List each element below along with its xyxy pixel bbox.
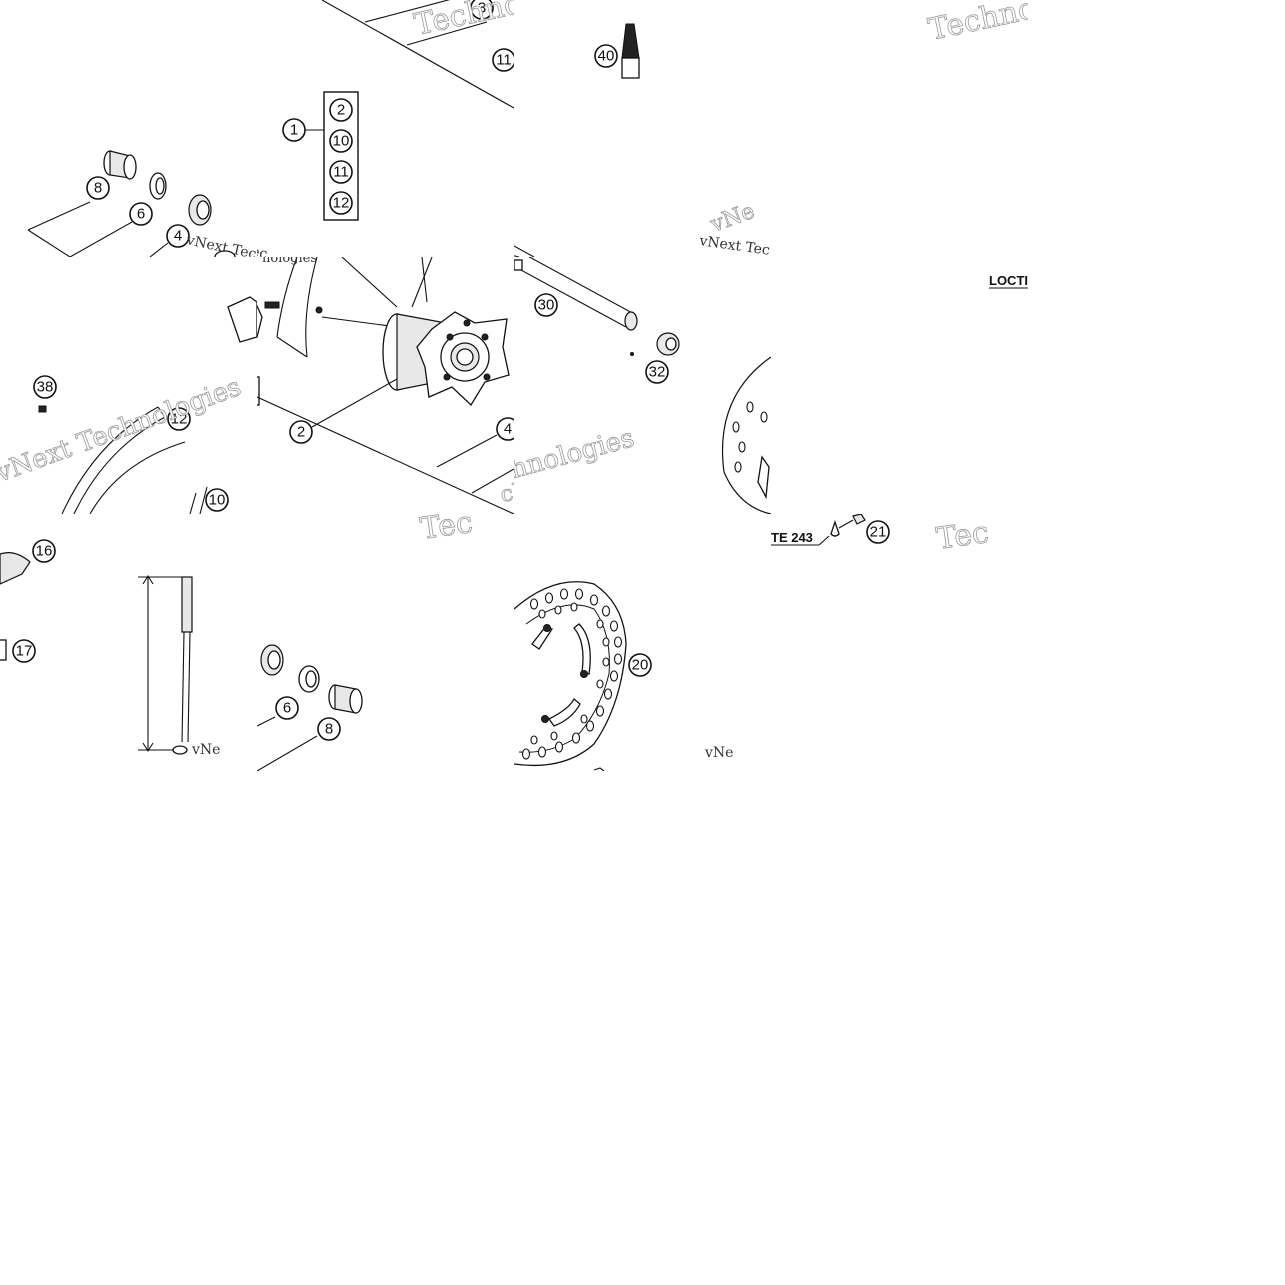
tile-axle-nut: 30 32 vNext Technologies chno <box>514 257 771 514</box>
watermark: vNe <box>707 199 758 238</box>
bearing-part-right <box>260 644 284 676</box>
callout-32: 32 <box>645 360 669 384</box>
tile-empty-top-right: Techno <box>771 0 1028 257</box>
callout-3: 3 <box>470 0 494 20</box>
svg-text:11: 11 <box>333 164 349 181</box>
seal-ring-part <box>149 172 167 200</box>
tile-group-legend: 3 11 Techno 1 2 10 11 12 vN <box>257 0 514 257</box>
svg-text:21: 21 <box>870 524 887 541</box>
svg-text:8: 8 <box>94 180 102 197</box>
loctite-label: LOCTI <box>989 273 1028 288</box>
callout-2: 2 <box>289 420 313 444</box>
svg-text:16: 16 <box>36 543 53 560</box>
axle-part <box>514 245 535 257</box>
watermark: nologies <box>262 257 317 266</box>
watermark: chnologies <box>514 423 637 489</box>
disc-screw-part <box>852 514 866 525</box>
callout-21: 21 <box>866 520 890 544</box>
callout-10: 10 <box>205 488 229 512</box>
tile-brake-disc: 20 vNe <box>514 514 771 771</box>
svg-text:10: 10 <box>209 492 226 509</box>
watermark: vNext Tec <box>257 232 269 257</box>
callout-12: 12 <box>167 407 191 431</box>
svg-text:10: 10 <box>333 133 350 150</box>
spoke-part <box>172 576 193 755</box>
brake-disc-part <box>514 581 627 767</box>
svg-text:8: 8 <box>325 721 333 738</box>
watermark: vNext Tec <box>697 233 770 257</box>
valve-cap-part <box>227 296 257 343</box>
disc-fragment <box>721 356 771 514</box>
callout-6: 6 <box>129 202 153 226</box>
tile-loctite: LOCTI <box>771 257 1028 514</box>
plug-part <box>38 405 47 413</box>
svg-text:4: 4 <box>174 228 182 245</box>
hub-part <box>382 311 510 407</box>
callout-11-top: 11 <box>492 48 514 72</box>
tile-hub: 2 4 vNext Tec nologies chnologies <box>257 257 514 514</box>
watermark: chnologies <box>499 463 514 508</box>
tile-tire-spoke: 16 17 vNe <box>0 514 257 771</box>
watermark: Tec <box>934 515 991 557</box>
svg-text:12: 12 <box>333 195 350 212</box>
group-item-10: 10 <box>329 129 353 153</box>
callout-30: 30 <box>534 293 558 317</box>
svg-text:4: 4 <box>504 421 512 438</box>
watermark: vNe <box>191 742 220 758</box>
svg-text:20: 20 <box>632 657 649 674</box>
tile-axle: 40 vNext Tec vNe <box>514 0 771 257</box>
rim-lock-part <box>0 552 31 585</box>
svg-text:2: 2 <box>297 424 305 441</box>
group-item-11: 11 <box>329 160 353 184</box>
svg-text:6: 6 <box>137 206 145 223</box>
tile-bearing-right: 6 8 Tec <box>257 514 514 771</box>
spacer-right <box>328 684 363 714</box>
watermark: Tec <box>418 514 475 547</box>
callout-17: 17 <box>12 639 36 663</box>
svg-text:38: 38 <box>37 379 54 396</box>
callout-38: 38 <box>33 375 57 399</box>
callout-8-right: 8 <box>317 717 341 741</box>
callout-4: 4 <box>166 224 190 248</box>
watermark: Techno <box>411 0 514 43</box>
loctite-243-label: TE 243 <box>771 530 813 545</box>
axle-body <box>514 257 638 331</box>
spacer-part <box>103 150 137 180</box>
tile-disc-screw: TE 243 21 Tec <box>771 514 1028 771</box>
svg-text:6: 6 <box>283 700 291 717</box>
tile-bearing-spacers: 8 6 4 vNext Tec <box>0 0 257 257</box>
tile-rim-left: 38 12 10 vNext Technologies nologies <box>0 257 257 514</box>
grease-tube-part <box>621 23 640 79</box>
callout-8: 8 <box>86 176 110 200</box>
svg-text:40: 40 <box>598 48 615 65</box>
bearing-part <box>188 194 212 226</box>
callout-40: 40 <box>594 44 618 68</box>
watermark: Techno <box>925 0 1028 48</box>
group-item-12: 12 <box>329 191 353 215</box>
watermark: vNe <box>704 745 733 761</box>
callout-6-right: 6 <box>275 696 299 720</box>
callout-16: 16 <box>32 539 56 563</box>
loctite-drop <box>830 519 840 537</box>
svg-text:3: 3 <box>478 0 486 17</box>
svg-text:30: 30 <box>538 297 555 314</box>
svg-text:1: 1 <box>290 122 298 139</box>
callout-20: 20 <box>628 653 652 677</box>
svg-text:11: 11 <box>496 52 512 69</box>
svg-text:2: 2 <box>337 102 345 119</box>
svg-text:17: 17 <box>16 643 33 660</box>
group-item-2: 2 <box>329 98 353 122</box>
callout-4-hub: 4 <box>496 417 514 441</box>
svg-text:32: 32 <box>649 364 666 381</box>
seal-ring-right <box>298 665 320 693</box>
callout-1: 1 <box>282 118 306 142</box>
nut-part <box>656 332 680 356</box>
svg-text:12: 12 <box>171 411 188 428</box>
watermark: vNext Technologies <box>697 257 771 266</box>
